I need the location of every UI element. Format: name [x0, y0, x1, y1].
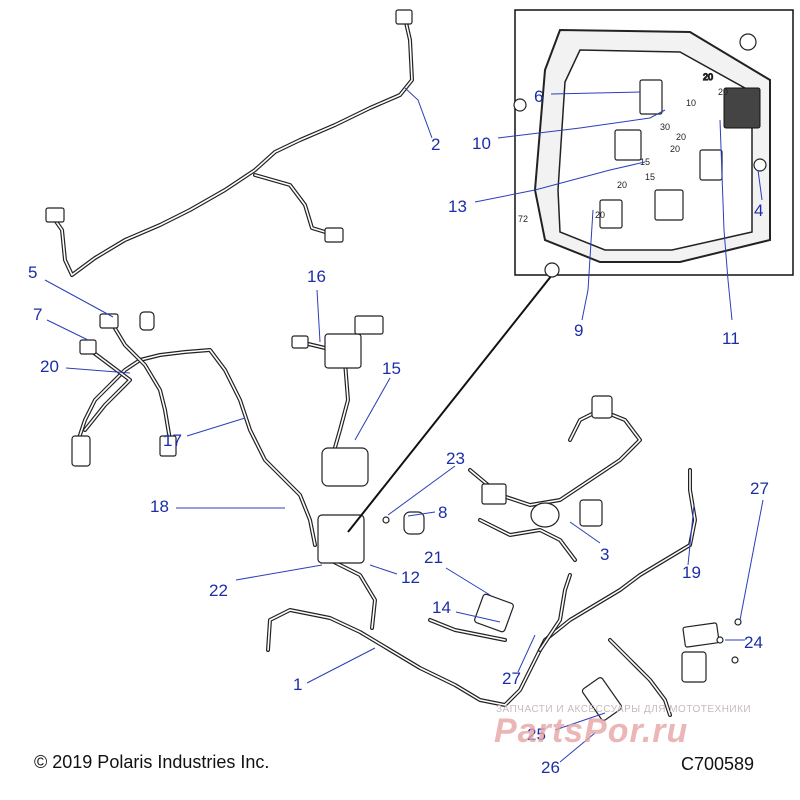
callout-22: 22	[209, 581, 228, 600]
copyright-text: © 2019 Polaris Industries Inc.	[34, 752, 270, 772]
callout-8: 8	[438, 503, 447, 522]
callout-25: 25	[527, 725, 546, 744]
harness-center-upper	[291, 315, 384, 487]
callout-26: 26	[541, 758, 560, 777]
watermark-logo: PartsPor.ru	[494, 712, 689, 750]
inset-fuse-label: 15	[640, 157, 650, 167]
inset-connector-line	[347, 274, 553, 533]
callout-5: 5	[28, 263, 37, 282]
inset-fuse-label: 20	[670, 144, 680, 154]
callout-15: 15	[382, 359, 401, 378]
harness-left-cluster	[71, 311, 317, 547]
callout-3: 3	[600, 545, 609, 564]
harness-2	[45, 9, 414, 277]
inset-fuse-label: 30	[660, 122, 670, 132]
callout-18: 18	[150, 497, 169, 516]
callout-10: 10	[472, 134, 491, 153]
fuse-box-inset: 20 20 10 30 20 20 15 20 20 15 72	[513, 9, 794, 278]
watermark-tagline: ЗАПЧАСТИ И АКСЕССУАРЫ ДЛЯ МОТОТЕХНИКИ	[496, 704, 752, 715]
callout-2: 2	[431, 135, 440, 154]
inset-fuse-label: 15	[645, 172, 655, 182]
callout-19: 19	[682, 563, 701, 582]
diagram-reference-code: C700589	[681, 754, 755, 774]
callout-20: 20	[40, 357, 59, 376]
inset-fuse-label: 10	[686, 98, 696, 108]
leader-lines	[44, 87, 764, 763]
callout-13: 13	[448, 197, 467, 216]
inset-fuse-label: 20	[595, 210, 605, 220]
inset-fuse-label: 20	[676, 132, 686, 142]
fuse-box	[317, 514, 365, 564]
callout-12: 12	[401, 568, 420, 587]
callout-1: 1	[293, 675, 302, 694]
callout-17: 17	[163, 431, 182, 450]
callout-7: 7	[33, 305, 42, 324]
callout-16: 16	[307, 267, 326, 286]
callout-24: 24	[744, 633, 763, 652]
inset-fuse-label: 20	[617, 180, 627, 190]
inset-fuse-label: 20	[718, 87, 728, 97]
callout-14: 14	[432, 598, 451, 617]
callout-27: 27	[750, 479, 769, 498]
callout-9: 9	[574, 321, 583, 340]
callout-11: 11	[722, 329, 740, 348]
callout-27-lower: 27	[502, 669, 521, 688]
callout-6: 6	[534, 87, 543, 106]
callout-4: 4	[754, 201, 763, 220]
callout-23: 23	[446, 449, 465, 468]
inset-fuse-label: 72	[518, 214, 528, 224]
inset-fuse-label: 20	[703, 72, 713, 82]
callout-21: 21	[424, 548, 443, 567]
callout-labels: 1 2 3 4 5 6 7 8 9 10 11 12 13 14 15 16 1…	[28, 87, 769, 777]
harness-3	[468, 395, 642, 562]
